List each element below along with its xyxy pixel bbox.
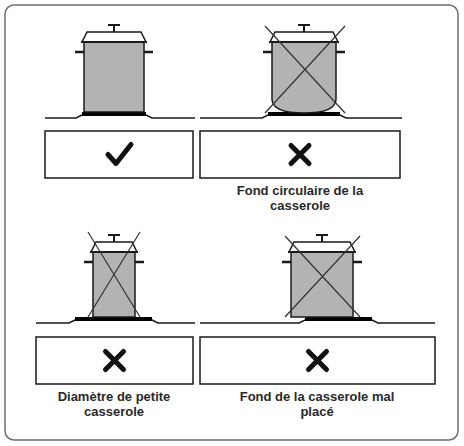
caption-label: Fond circulaire de la casserole — [215, 183, 385, 213]
outer-frame — [5, 5, 458, 440]
status-box — [200, 337, 435, 384]
status-box — [200, 131, 400, 178]
x-mark — [309, 352, 327, 370]
cross-out-lines — [265, 26, 345, 113]
caption-label: Fond de la casserole mal placé — [237, 389, 397, 419]
status-box — [36, 337, 193, 384]
x-mark — [106, 352, 124, 370]
pot — [263, 25, 345, 113]
pot — [84, 235, 144, 317]
pot-drawings — [36, 25, 435, 384]
cross-out-lines — [88, 232, 140, 317]
pot — [282, 235, 362, 317]
pot — [75, 25, 153, 112]
check-mark — [108, 145, 131, 164]
caption-label: Diamètre de petite casserole — [44, 389, 184, 419]
x-mark — [291, 146, 309, 164]
status-box — [45, 131, 193, 178]
cross-out-lines — [285, 236, 360, 317]
